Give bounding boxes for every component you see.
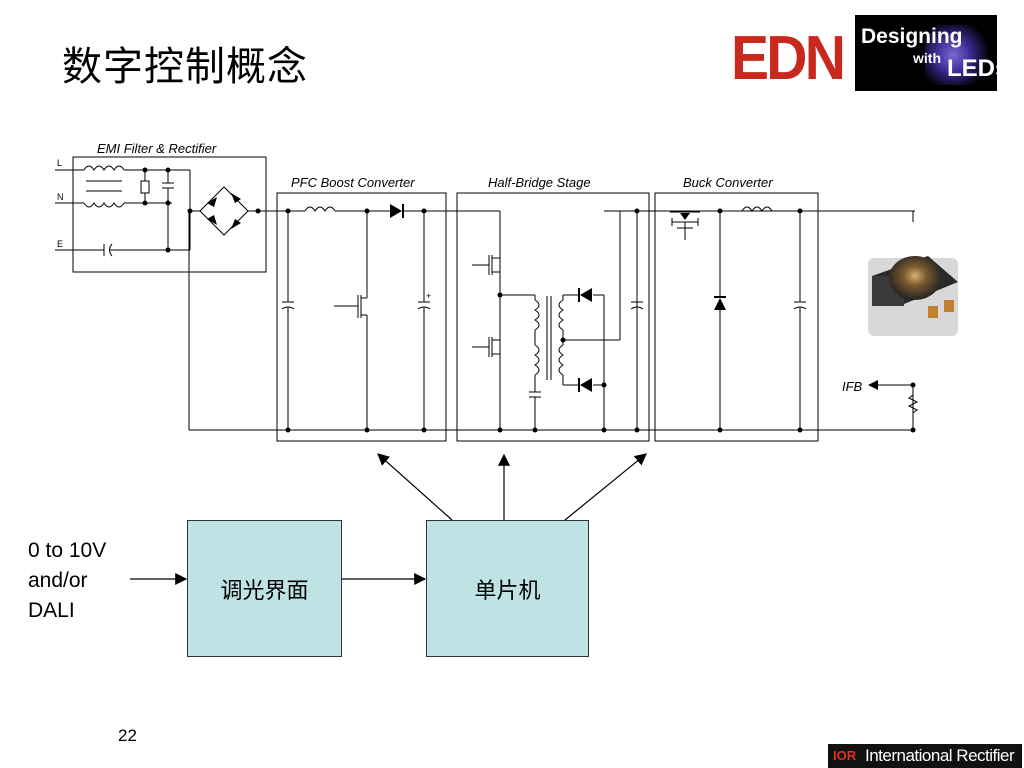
buck-circuit — [670, 206, 919, 430]
main-buses — [188, 206, 915, 431]
pfc-box — [276, 192, 447, 442]
ifb-label: IFB — [842, 379, 863, 394]
ir-company-name: International Rectifier — [865, 746, 1015, 765]
edn-logo: EDN — [731, 24, 846, 93]
emi-filter-label: EMI Filter & Rectifier — [97, 141, 217, 156]
pin-e: E — [57, 239, 64, 249]
output-rectifier-diodes — [578, 288, 592, 392]
buck-box — [654, 192, 819, 442]
control-arrows — [130, 453, 647, 585]
bridge-diodes — [142, 167, 261, 253]
microcontroller-block: 单片机 — [426, 520, 589, 657]
emi-filter-box — [72, 156, 267, 273]
dimming-interface-block: 调光界面 — [187, 520, 342, 657]
pin-n: N — [57, 192, 64, 202]
boost-diode — [390, 204, 404, 218]
dimming-interface-label: 调光界面 — [220, 578, 309, 604]
emi-filter-circuit — [55, 165, 258, 257]
half-bridge-circuit — [472, 210, 644, 430]
half-bridge-box — [456, 192, 650, 442]
input-line-2: and/or — [28, 569, 88, 592]
control-input-label: 0 to 10V and/or DALI — [28, 536, 106, 626]
logo-text-designing: Designing — [861, 25, 963, 48]
led-package-image — [868, 256, 958, 336]
pin-l: L — [57, 158, 63, 168]
pfc-label: PFC Boost Converter — [291, 175, 415, 190]
buck-label: Buck Converter — [683, 175, 773, 190]
logo-text-leds: LEDs — [947, 55, 997, 82]
slide-title: 数字控制概念 — [62, 44, 308, 90]
junction-dots — [285, 208, 916, 433]
international-rectifier-logo: IOR International Rectifier — [828, 744, 1022, 768]
ir-mark: IOR — [833, 748, 857, 763]
buck-diode — [680, 213, 878, 390]
input-line-3: DALI — [28, 599, 75, 622]
svg-text:+: + — [426, 291, 431, 301]
page-number: 22 — [118, 726, 137, 745]
designing-with-leds-logo: Designing with LEDs — [855, 15, 997, 91]
pfc-circuit — [281, 211, 431, 430]
input-line-1: 0 to 10V — [28, 539, 107, 562]
microcontroller-label: 单片机 — [474, 578, 541, 604]
half-bridge-label: Half-Bridge Stage — [488, 175, 591, 190]
logo-text-with: with — [913, 50, 941, 66]
logo-glow — [925, 25, 995, 85]
